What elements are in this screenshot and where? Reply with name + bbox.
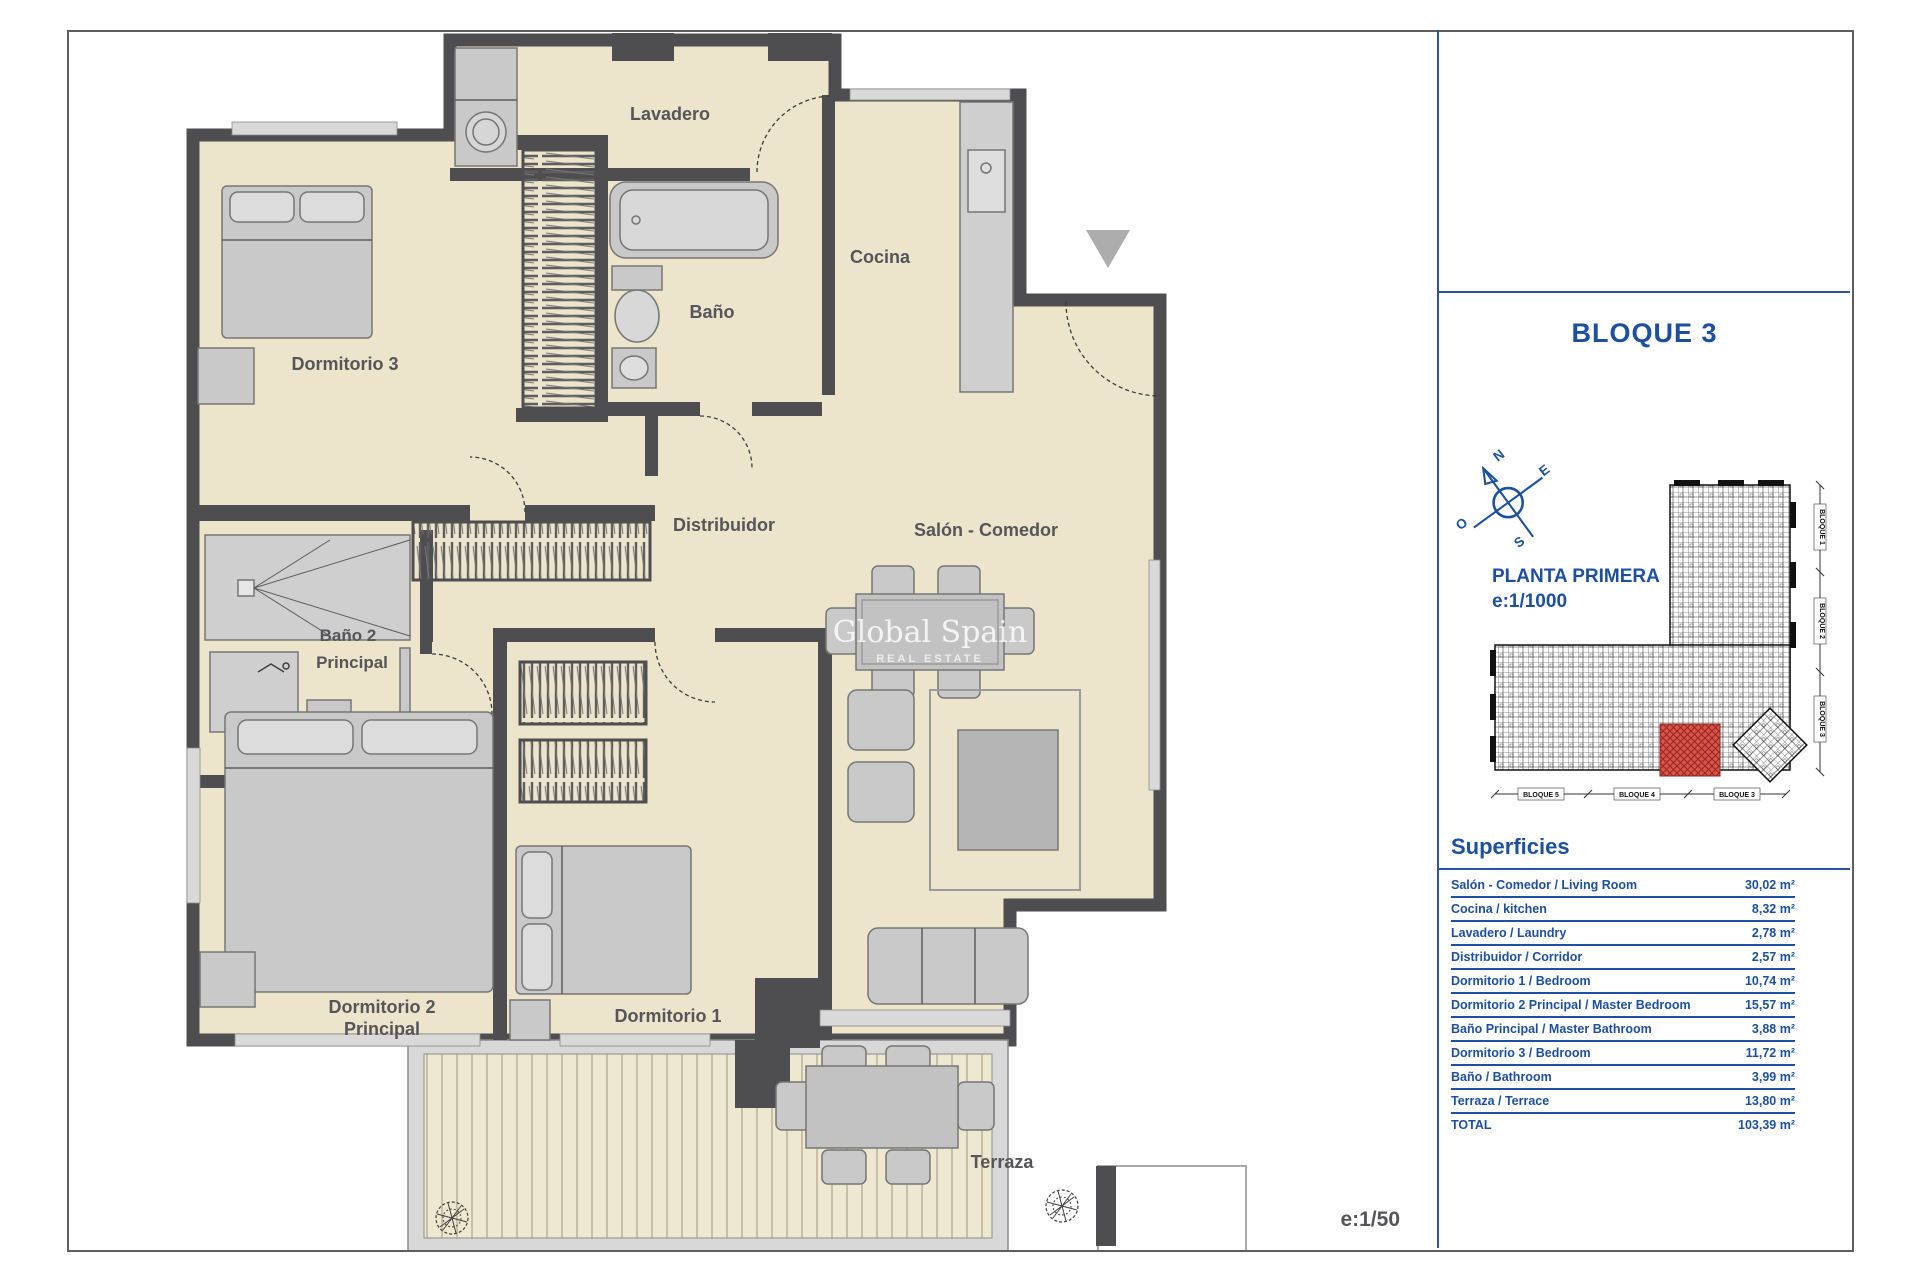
label-dormitorio2-line2: Principal bbox=[344, 1019, 420, 1039]
label-bano: Baño bbox=[690, 302, 735, 322]
windows bbox=[186, 88, 1161, 1047]
superficies-row: Dormitorio 1 / Bedroom 10,74 m² bbox=[1451, 970, 1795, 994]
floorplan-drawing: Lavadero Cocina Baño Dormitorio 3 Distri… bbox=[186, 33, 1247, 1250]
label-dormitorio2-line1: Dormitorio 2 bbox=[328, 997, 435, 1017]
superficies-row-value: 15,57 m² bbox=[1744, 998, 1795, 1012]
compass-icon: N E O S bbox=[1453, 447, 1553, 551]
label-bano2-line1: Baño 2 bbox=[320, 626, 377, 645]
superficies-row-label: Salón - Comedor / Living Room bbox=[1451, 878, 1638, 892]
site-plan: BLOQUE 5 BLOQUE 4 BLOQUE 3 BLOQUE 1 BLOQ… bbox=[1490, 480, 1827, 801]
superficies-row-label: Dormitorio 2 Principal / Master Bedroom bbox=[1451, 998, 1691, 1012]
highlighted-unit bbox=[1659, 723, 1721, 777]
siteplan-label-bloque2: BLOQUE 2 bbox=[1818, 603, 1825, 639]
label-bano2-line2: Principal bbox=[316, 653, 388, 672]
wardrobes bbox=[411, 148, 652, 804]
watermark: Global Spain REAL ESTATE bbox=[833, 615, 1027, 665]
superficies-row: Baño / Bathroom 3,99 m² bbox=[1451, 1066, 1795, 1090]
label-terraza: Terraza bbox=[971, 1152, 1035, 1172]
siteplan-label-bloque1: BLOQUE 1 bbox=[1818, 509, 1825, 545]
superficies-row-value: 2,78 m² bbox=[1751, 926, 1795, 940]
superficies-row: Terraza / Terrace 13,80 m² bbox=[1451, 1090, 1795, 1114]
scale-note: e:1/50 bbox=[1340, 1208, 1400, 1231]
panel-divider bbox=[1437, 30, 1439, 1248]
terrace-table bbox=[775, 1045, 995, 1185]
superficies-row: Salón - Comedor / Living Room 30,02 m² bbox=[1451, 874, 1795, 898]
label-distribuidor: Distribuidor bbox=[673, 515, 775, 535]
planta-title: PLANTA PRIMERA e:1/1000 bbox=[1492, 564, 1660, 614]
superficies-row-label: Dormitorio 1 / Bedroom bbox=[1451, 974, 1591, 988]
superficies-row-value: 8,32 m² bbox=[1751, 902, 1795, 916]
panel-header-rule bbox=[1439, 291, 1850, 293]
superficies-row: Cocina / kitchen 8,32 m² bbox=[1451, 898, 1795, 922]
siteplan-label-bloque3-side: BLOQUE 3 bbox=[1818, 701, 1825, 737]
superficies-row-value: 2,57 m² bbox=[1751, 950, 1795, 964]
sofa-set bbox=[847, 689, 1081, 1005]
superficies-row: Lavadero / Laundry 2,78 m² bbox=[1451, 922, 1795, 946]
shower-icon bbox=[204, 534, 411, 641]
door-arcs bbox=[431, 95, 1161, 715]
compass-n: N bbox=[1490, 447, 1507, 465]
siteplan-label-bloque4: BLOQUE 4 bbox=[1619, 792, 1655, 799]
superficies-title: Superficies bbox=[1451, 834, 1570, 859]
label-salon: Salón - Comedor bbox=[914, 520, 1058, 540]
toilet-icon bbox=[611, 265, 663, 343]
superficies-row: Distribuidor / Corridor 2,57 m² bbox=[1451, 946, 1795, 970]
superficies-row-value: 3,99 m² bbox=[1751, 1070, 1795, 1084]
superficies-table: Salón - Comedor / Living Room 30,02 m² C… bbox=[1451, 874, 1795, 1136]
superficies-row-label: Baño / Bathroom bbox=[1451, 1070, 1552, 1084]
bed-dormitorio2 bbox=[199, 711, 494, 1008]
planta-title-scale: e:1/1000 bbox=[1492, 591, 1568, 612]
superficies-row-value: 10,74 m² bbox=[1744, 974, 1795, 988]
superficies-row-label: Dormitorio 3 / Bedroom bbox=[1451, 1046, 1591, 1060]
label-dormitorio3: Dormitorio 3 bbox=[291, 354, 398, 374]
washer-icon bbox=[454, 47, 518, 167]
superficies-row-label: Lavadero / Laundry bbox=[1451, 926, 1567, 940]
planta-title-line1: PLANTA PRIMERA bbox=[1492, 566, 1660, 587]
superficies-row: TOTAL 103,39 m² bbox=[1451, 1114, 1795, 1136]
watermark-line2: REAL ESTATE bbox=[876, 653, 984, 665]
superficies-row-label: Distribuidor / Corridor bbox=[1451, 950, 1583, 964]
superficies-row-label: Terraza / Terrace bbox=[1451, 1094, 1550, 1108]
furniture bbox=[197, 47, 1081, 1185]
superficies-row-label: Cocina / kitchen bbox=[1451, 902, 1547, 916]
siteplan-label-bloque5: BLOQUE 5 bbox=[1523, 792, 1559, 799]
superficies-rule bbox=[1439, 868, 1850, 870]
bathtub-icon bbox=[609, 181, 779, 259]
siteplan-balconies bbox=[1490, 480, 1796, 762]
superficies-row-value: 30,02 m² bbox=[1744, 878, 1795, 892]
sink-icon bbox=[611, 347, 657, 389]
compass-o: O bbox=[1453, 515, 1471, 533]
bed-dormitorio1 bbox=[509, 845, 692, 1041]
superficies-row-value: 11,72 m² bbox=[1745, 1046, 1795, 1060]
superficies-row: Dormitorio 2 Principal / Master Bedroom … bbox=[1451, 994, 1795, 1018]
bed-dormitorio3 bbox=[197, 185, 373, 405]
block-title: BLOQUE 3 bbox=[1571, 318, 1718, 348]
superficies-row: Baño Principal / Master Bathroom 3,88 m² bbox=[1451, 1018, 1795, 1042]
superficies-row-value: 103,39 m² bbox=[1738, 1118, 1795, 1132]
watermark-line1: Global Spain bbox=[833, 615, 1027, 650]
superficies-row: Dormitorio 3 / Bedroom 11,72 m² bbox=[1451, 1042, 1795, 1066]
siteplan-corner-block bbox=[1732, 707, 1808, 783]
entrance-arrow-icon bbox=[1086, 230, 1130, 268]
superficies-row-label: TOTAL bbox=[1451, 1118, 1492, 1132]
label-dormitorio1: Dormitorio 1 bbox=[614, 1006, 721, 1026]
label-lavadero: Lavadero bbox=[630, 104, 710, 124]
kitchen-counter bbox=[959, 101, 1014, 393]
superficies-row-label: Baño Principal / Master Bathroom bbox=[1451, 1022, 1652, 1036]
label-cocina: Cocina bbox=[850, 247, 911, 267]
siteplan-label-bloque3-bottom: BLOQUE 3 bbox=[1719, 792, 1755, 799]
superficies-row-value: 13,80 m² bbox=[1744, 1094, 1795, 1108]
superficies-row-value: 3,88 m² bbox=[1751, 1022, 1795, 1036]
